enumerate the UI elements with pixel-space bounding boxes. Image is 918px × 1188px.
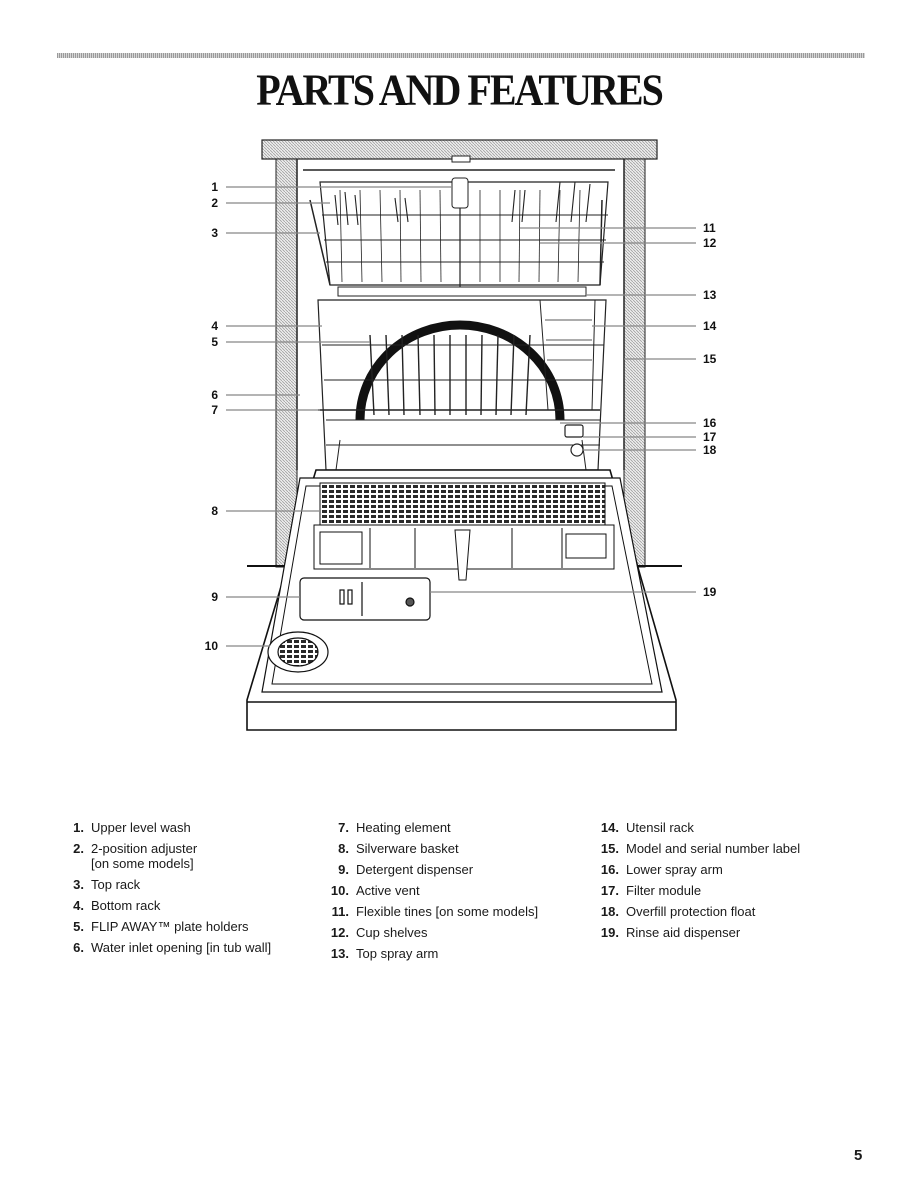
legend-label: Upper level wash: [91, 820, 191, 835]
legend-item: 9. Detergent dispenser: [327, 862, 538, 877]
legend-label: Model and serial number label: [626, 841, 801, 856]
tub-interior: [296, 159, 625, 470]
legend-item: 8. Silverware basket: [327, 841, 538, 856]
legend-label: Rinse aid dispenser: [626, 925, 741, 940]
callout-lines: [226, 186, 696, 647]
callout-4: 4: [211, 319, 218, 333]
callout-8: 8: [211, 504, 218, 518]
legend-item: 17. Filter module: [597, 883, 800, 898]
legend-label: Detergent dispenser: [356, 862, 474, 877]
legend-label: Overfill protection float: [626, 904, 756, 919]
page-number: 5: [854, 1147, 863, 1164]
legend-num: 16.: [600, 862, 619, 877]
callout-19: 19: [703, 585, 717, 599]
callout-10: 10: [204, 639, 218, 653]
legend-label: Silverware basket: [356, 841, 459, 856]
top-spray-arm: [337, 286, 587, 297]
legend-num: 8.: [338, 841, 349, 856]
legend-num: 19.: [600, 925, 619, 940]
legend-num: 4.: [73, 898, 84, 913]
dishwasher-diagram: [226, 139, 696, 731]
top-rule: [57, 53, 865, 58]
legend-num: 3.: [73, 877, 84, 892]
legend-label: Lower spray arm: [626, 862, 723, 877]
legend-label: Bottom rack: [91, 898, 161, 913]
legend-column-2: 7. Heating element 8. Silverware basket 9.…: [327, 820, 538, 967]
legend-column-3: 14. Utensil rack 15. Model and serial numb…: [597, 820, 800, 946]
legend-item: 4. Bottom rack: [62, 898, 271, 913]
legend-label: Top spray arm: [356, 946, 439, 961]
upper-rack: [309, 181, 609, 286]
page-title: PARTS AND FEATURES: [256, 64, 664, 115]
left-tub-wall: [275, 158, 298, 568]
legend-item: 10. Active vent: [327, 883, 538, 898]
legend-num: 12.: [330, 925, 349, 940]
legend-num: 13.: [330, 946, 349, 961]
legend-num: 5.: [73, 919, 84, 934]
legend-num: 15.: [600, 841, 619, 856]
legend-item: 5. FLIP AWAY™ plate holders: [62, 919, 271, 934]
legend-item: 18. Overfill protection float: [597, 904, 800, 919]
legend-item: 6. Water inlet opening [in tub wall]: [62, 940, 271, 955]
callout-14: 14: [703, 319, 717, 333]
detergent-dispenser: [299, 577, 431, 621]
lower-rack: [317, 299, 607, 471]
door-latch-slot: [451, 155, 471, 163]
legend-label: Cup shelves: [356, 925, 428, 940]
legend-label: Heating element: [356, 820, 451, 835]
callout-2: 2: [211, 196, 218, 210]
upper-level-wash: [451, 177, 469, 209]
legend-label: Filter module: [626, 883, 702, 898]
legend-num: 10.: [330, 883, 349, 898]
active-vent: [267, 631, 329, 673]
legend-item: 19. Rinse aid dispenser: [597, 925, 800, 940]
legend-label: Water inlet opening [in tub wall]: [91, 940, 272, 955]
callout-1: 1: [211, 180, 218, 194]
legend-column-1: 1. Upper level wash 2. 2-position adjuster…: [62, 820, 271, 961]
callout-17: 17: [703, 430, 717, 444]
legend-label: 2-position adjuster [on some models]: [91, 841, 198, 871]
callout-7: 7: [211, 403, 218, 417]
legend-item: 13. Top spray arm: [327, 946, 538, 961]
legend-num: 1.: [73, 820, 84, 835]
callout-11: 11: [703, 221, 716, 235]
right-tub-wall: [623, 158, 646, 568]
legend-item: 3. Top rack: [62, 877, 271, 892]
callout-13: 13: [703, 288, 717, 302]
callout-12: 12: [703, 236, 717, 250]
callout-6: 6: [211, 388, 218, 402]
callout-5: 5: [211, 335, 218, 349]
legend-num: 14.: [600, 820, 619, 835]
callout-18: 18: [703, 443, 717, 457]
legend-num: 11.: [331, 904, 349, 919]
callout-16: 16: [703, 416, 717, 430]
legend-item: 15. Model and serial number label: [597, 841, 800, 856]
legend-item: 16. Lower spray arm: [597, 862, 800, 877]
legend-num: 17.: [600, 883, 619, 898]
legend-num: 6.: [73, 940, 84, 955]
legend-item: 7. Heating element: [327, 820, 538, 835]
legend-num: 2.: [73, 841, 84, 856]
legend-label: Top rack: [91, 877, 141, 892]
legend-item: 2. 2-position adjuster [on some models]: [62, 841, 271, 871]
legend-label: Utensil rack: [626, 820, 694, 835]
legend-item: 14. Utensil rack: [597, 820, 800, 835]
legend-label: FLIP AWAY™ plate holders: [91, 919, 249, 934]
silverware-basket: [313, 482, 615, 581]
legend-label: Flexible tines [on some models]: [356, 904, 539, 919]
legend-num: 18.: [600, 904, 619, 919]
callout-3: 3: [211, 226, 218, 240]
legend-item: 11. Flexible tines [on some models]: [327, 904, 538, 919]
legend-num: 9.: [338, 862, 349, 877]
legend-label: Active vent: [356, 883, 420, 898]
callout-15: 15: [703, 352, 717, 366]
legend-item: 1. Upper level wash: [62, 820, 271, 835]
legend-item: 12. Cup shelves: [327, 925, 538, 940]
legend-num: 7.: [338, 820, 349, 835]
callout-9: 9: [211, 590, 218, 604]
